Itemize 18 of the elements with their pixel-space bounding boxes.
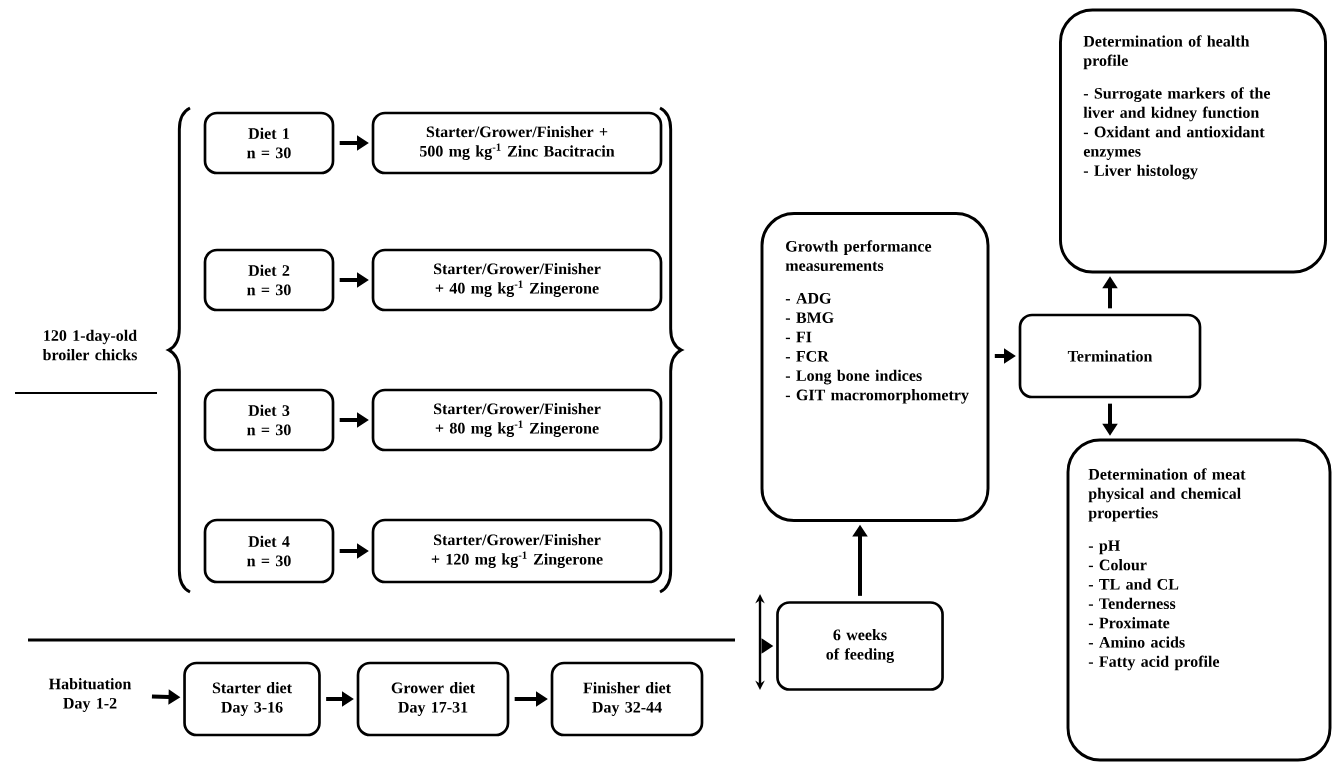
result-box: Determination of health profile - Surrogate markers of the liver and kidney function - Oxidant and antioxidant enzymes - Liver histology [1059, 8, 1327, 274]
process-box: 6 weeks of feeding [776, 601, 944, 691]
process-box: Diet 3 n = 30 [203, 388, 335, 452]
process-box: Finisher diet Day 32-44 [550, 661, 704, 737]
process-box: Diet 2 n = 30 [203, 248, 335, 312]
result-box: Growth performance measurements - ADG - BMG - FI - FCR - Long bone indices - GIT macromorphometry [760, 212, 990, 522]
process-box: Diet 1 n = 30 [203, 111, 335, 175]
process-box: Starter/Grower/Finisher + 500 mg kg$^{-1}$ Zinc Bacitracin [371, 111, 663, 175]
process-box: Diet 4 n = 30 [203, 518, 335, 584]
text-label: 120 1-day-old broiler chicks [42, 329, 138, 361]
process-box: Starter diet Day 3-16 [183, 661, 321, 737]
result-box: Determination of meat physical and chemical properties - pH - Colour - TL and CL - Tenderness - Proximate - Amino acids - Fatty acid profile [1066, 438, 1332, 762]
process-box: Starter/Grower/Finisher + 120 mg kg$^{-1}$ Zingerone [371, 518, 663, 584]
process-box: Starter/Grower/Finisher + 40 mg kg$^{-1}$ Zingerone [371, 248, 663, 312]
text-label: Habituation Day 1-2 [48, 678, 132, 712]
process-box: Termination [1018, 313, 1202, 399]
process-box: Grower diet Day 17-31 [356, 661, 510, 737]
process-box: Starter/Grower/Finisher + 80 mg kg$^{-1}$ Zingerone [371, 388, 663, 452]
